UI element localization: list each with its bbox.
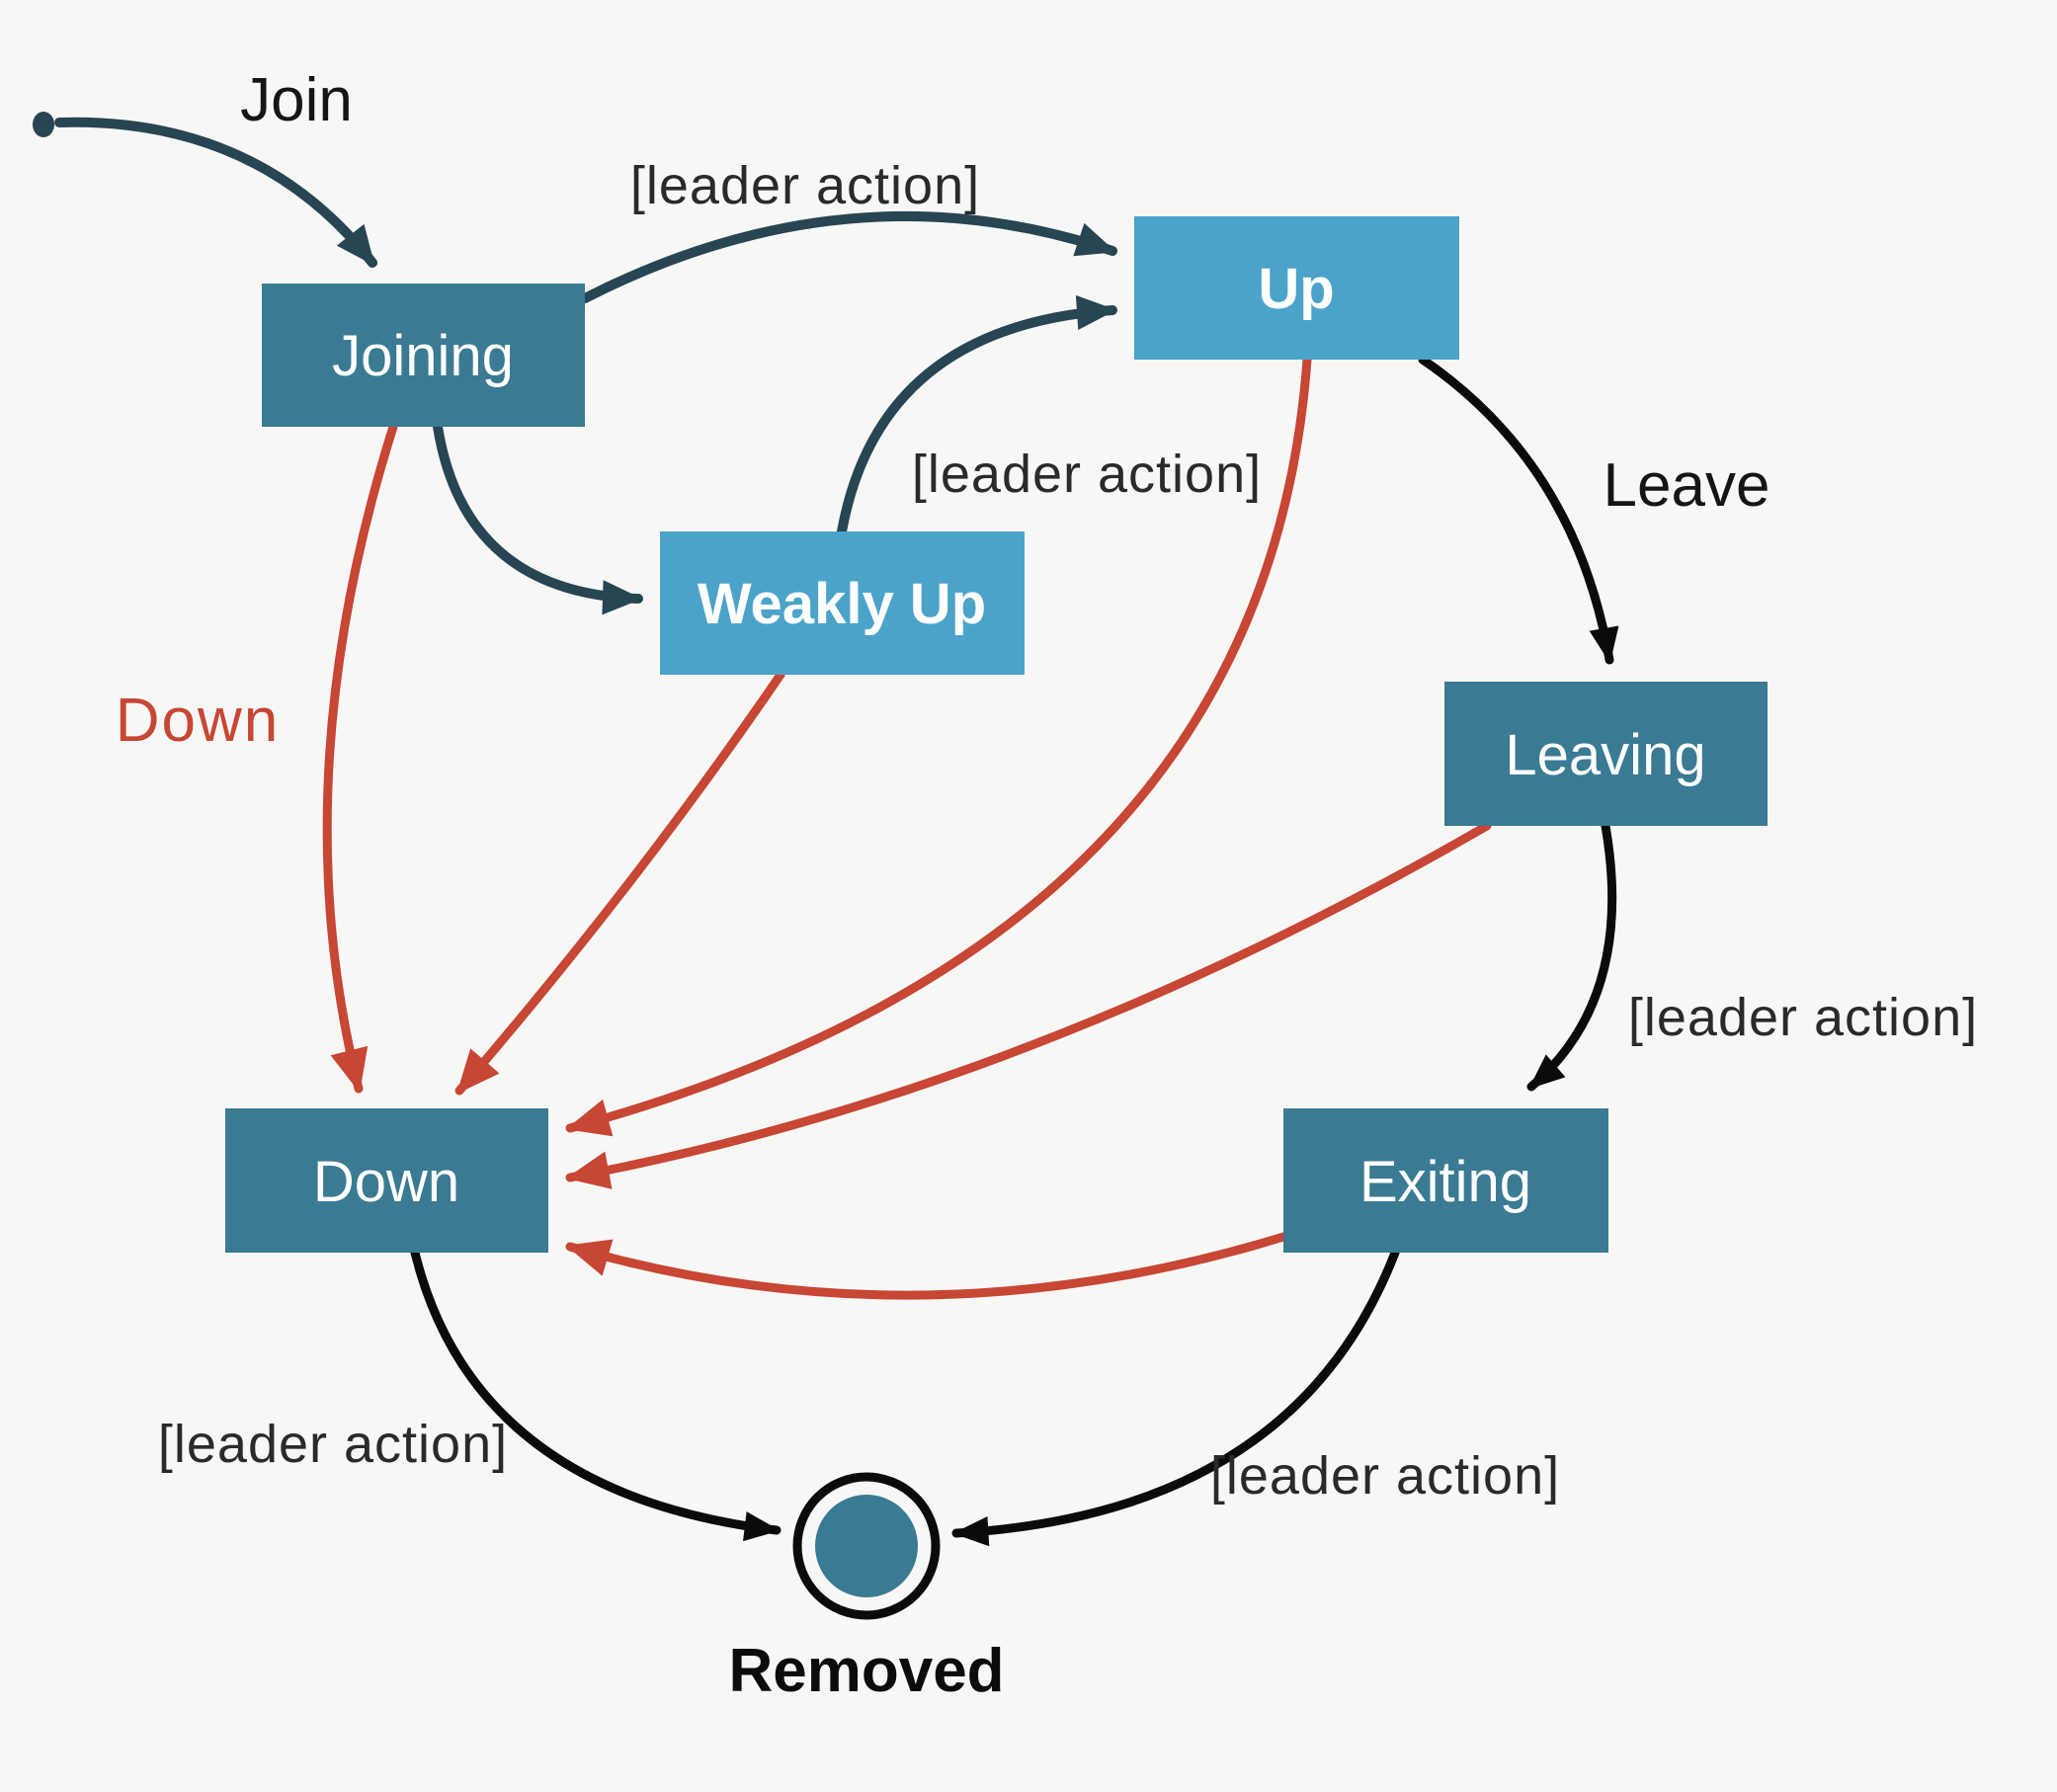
label-leader-action-weaklyup-up: [leader action] [912, 445, 1262, 504]
state-up-label: Up [1258, 257, 1334, 321]
label-join: Join [240, 66, 353, 134]
label-leader-action-leaving-exiting: [leader action] [1628, 988, 1978, 1047]
edge-up-to-down [565, 355, 1312, 1137]
removed-inner-dot [815, 1495, 918, 1597]
edge-leaving-to-down [565, 821, 1492, 1189]
edge-up-to-leaving [1418, 355, 1619, 665]
state-down-label: Down [313, 1150, 459, 1214]
edge-exiting-to-removed [951, 1248, 1400, 1547]
edge-joining-to-down [322, 422, 398, 1094]
state-weakly-up-label: Weakly Up [698, 572, 986, 636]
edge-leaving-to-exiting [1526, 821, 1617, 1092]
edge-start-to-joining [54, 117, 377, 268]
state-removed [792, 1472, 941, 1620]
state-exiting-label: Exiting [1359, 1150, 1531, 1214]
label-leave: Leave [1604, 451, 1770, 520]
initial-state-dot [33, 112, 54, 137]
label-leader-action-exiting-removed: [leader action] [1210, 1446, 1560, 1506]
label-down: Down [116, 687, 281, 755]
edge-down-to-removed [410, 1248, 782, 1542]
edge-exiting-to-down [565, 1232, 1288, 1300]
state-joining-label: Joining [332, 324, 514, 388]
state-exiting: Exiting [1283, 1108, 1608, 1253]
state-weakly-up: Weakly Up [660, 531, 1025, 675]
state-joining: Joining [262, 284, 585, 427]
label-leader-action-joining-up: [leader action] [630, 156, 980, 215]
label-leader-action-down-removed: [leader action] [158, 1415, 508, 1474]
state-down: Down [225, 1108, 548, 1253]
edge-weaklyup-to-down [454, 670, 785, 1096]
state-leaving-label: Leaving [1505, 723, 1705, 787]
edge-joining-to-up [580, 211, 1117, 303]
state-up: Up [1134, 216, 1459, 360]
state-leaving: Leaving [1444, 682, 1768, 826]
edge-weaklyup-to-up [837, 294, 1117, 536]
label-removed: Removed [728, 1637, 1004, 1705]
edge-joining-to-weaklyup [433, 422, 643, 615]
